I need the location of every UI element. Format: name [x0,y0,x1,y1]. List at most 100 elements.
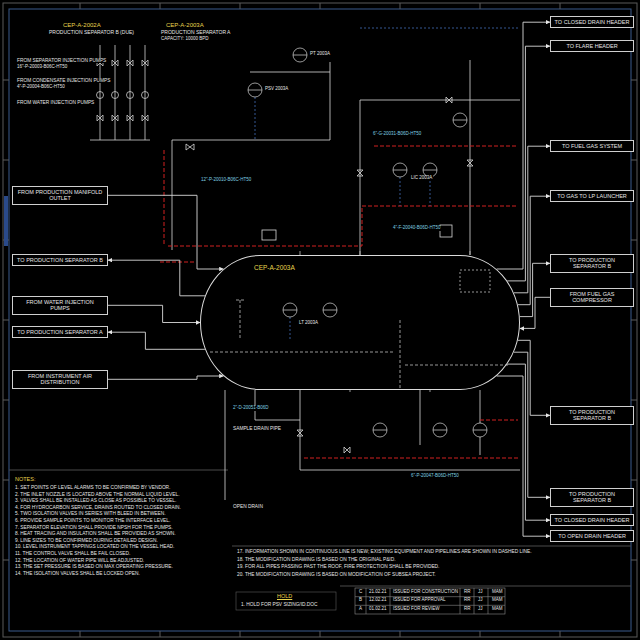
pipe-connector [514,352,550,497]
revision-table [236,592,336,610]
offpage-connector: TO CLOSED DRAIN HEADER [550,16,634,28]
process-piping [186,97,473,453]
revision-cell: C [358,590,363,595]
note-text: 13. THE SET PRESSURE IS BASED ON MAX OPE… [14,564,174,569]
offpage-connector: FROM FUEL GAS COMPRESSOR [550,288,634,307]
note-text: 11. THE CONTROL VALVE SHALL BE FAIL CLOS… [14,551,131,556]
revision-cell: RR [463,598,472,603]
tag-label: SAMPLE DRAIN PIPE [232,426,282,431]
pipe-connector [507,46,550,281]
note-text: 6. PROVIDE SAMPLE POINTS TO MONITOR THE … [14,518,171,523]
connector-label: TO PRODUCTION SEPARATOR B [16,257,104,263]
pipe-connector [520,297,550,328]
pipe-connector [108,376,223,379]
pipe-connector [514,146,550,293]
sheet-frame [9,9,631,631]
connector-label: TO PRODUCTION SEPARATOR B [554,257,630,270]
note-text: 10. LEVEL INSTRUMENT TAPPINGS LOCATED ON… [14,544,175,549]
note-text: 17. INFORMATION SHOWN IN CONTINUOUS LINE… [236,549,533,554]
offpage-connector: TO FLARE HEADER [550,40,634,52]
pump-suction-piping [142,92,149,99]
note-text: 18. THE MODIFICATION DRAWING IS BASED ON… [236,557,397,562]
connector-label: TO PRODUCTION SEPARATOR B [554,491,630,504]
process-piping [172,60,520,500]
offpage-connector: TO PRODUCTION SEPARATOR B [550,406,634,425]
note-text: 9. LINE SIZES TO BE CONFIRMED DURING DET… [14,538,159,543]
vessel-tag: CEP-A-2003A [253,264,296,271]
connector-label: FROM WATER INJECTION PUMPS [16,299,104,312]
tag-label: PRODUCTION SEPARATOR B (DUE) [48,30,135,36]
tag-label: CAPACITY: 10000 BPD [160,37,209,42]
revision-cell: JJ [477,607,484,612]
connector-label: TO GAS TO LP LAUNCHER [554,193,630,199]
revision-table [236,588,505,614]
vessel-internals [460,270,490,292]
connector-label: TO CLOSED DRAIN HEADER [554,517,630,523]
tag-label: FROM WATER INJECTION PUMPS [16,100,95,105]
revision-table [355,588,505,614]
tag-label: OPEN DRAIN [232,504,264,509]
pipe-connector [497,22,550,269]
tag-label: 6"-G-20031-B06D-HT50 [372,132,422,137]
pipe-connector [108,332,205,349]
note-text: 8. HEAT TRACING AND INSULATION SHALL BE … [14,531,176,536]
offpage-connector: TO PRODUCTION SEPARATOR A [12,326,108,338]
revision-cell: MAM [491,607,504,612]
offpage-connector: TO PRODUCTION SEPARATOR B [12,254,108,266]
tag-label: PT 2003A [309,52,331,57]
connector-label: TO PRODUCTION SEPARATOR A [16,329,104,335]
offpage-connector: TO PRODUCTION SEPARATOR B [550,488,634,507]
pipe-connector [108,195,223,269]
sheet-frame [3,3,637,637]
connector-label: TO OPEN DRAIN HEADER [554,533,630,539]
connector-label: TO FUEL GAS SYSTEM [554,143,630,149]
pipe-connector [108,305,200,322]
instrument-signal-line [255,28,518,340]
note-text: 1. HOLD FOR PSV SIZING/ID.DOC [240,602,319,607]
revision-cell: ISSUED FOR APPROVAL [392,598,446,603]
connector-label: FROM PRODUCTION MANIFOLD OUTLET [16,189,104,202]
tag-label: 4"-F-20040-B06D-HT50 [392,226,442,231]
tag-label: LIC 2003A [410,176,433,181]
pipe-connector [518,196,550,305]
note-text: 14. THE ISOLATION VALVES SHALL BE LOCKED… [14,571,141,576]
pipe-connector [108,260,205,296]
revision-cell: MAM [491,590,504,595]
tag-label: 2"-D-20051-B06D [232,406,270,411]
instrument-signal-line [255,28,518,340]
instrument-bubble [248,55,487,430]
revision-cell: RR [463,607,472,612]
offpage-connector: FROM INSTRUMENT AIR DISTRIBUTION [12,370,108,389]
heat-traced-line [160,146,518,458]
tag-label: FROM CONDENSATE INJECTION PUMPS [16,78,111,83]
sheet-frame [3,3,637,637]
revision-cell: 12.02.21 [368,598,388,603]
tag-label: CEP-A-2003A [165,22,205,29]
vessel-internals [210,251,510,392]
revision-cell: JJ [477,598,484,603]
tag-label: PRODUCTION SEPARATOR A [160,30,231,36]
heat-traced-line [160,146,518,458]
note-text: 1. SET POINTS OF LEVEL ALARMS TO BE CONF… [14,485,171,490]
pipe-connector [507,364,550,520]
connector-label: FROM FUEL GAS COMPRESSOR [554,291,630,304]
note-text: 3. VALVES SHALL BE INSTALLED AS CLOSE AS… [14,498,177,503]
process-piping [172,60,520,500]
offpage-connector: TO FUEL GAS SYSTEM [550,140,634,152]
offpage-connector: FROM WATER INJECTION PUMPS [12,296,108,315]
revision-cell: 01.02.21 [368,607,388,612]
offpage-connector: TO CLOSED DRAIN HEADER [550,514,634,526]
note-text: 7. SEPARATOR ELEVATION SHALL PROVIDE NPS… [14,525,174,530]
tag-label: 4"-P-20004-B06C-HT50 [16,85,66,90]
vessel-internals [210,300,510,389]
note-text: 5. TWO ISOLATION VALVES IN SERIES WITH B… [14,511,167,516]
tag-label: CEP-A-2002A [62,22,102,29]
connector-label: TO FLARE HEADER [554,43,630,49]
note-text: 2. THE INLET NOZZLE IS LOCATED ABOVE THE… [14,492,180,497]
sheet-frame [4,196,8,246]
pipe-connector [497,376,550,536]
tag-label: 16"-P-20003-B06C-HT50 [16,65,68,70]
sheet-frame [3,3,637,637]
tag-label: 6"-P-20047-B06D-HT50 [410,474,460,479]
